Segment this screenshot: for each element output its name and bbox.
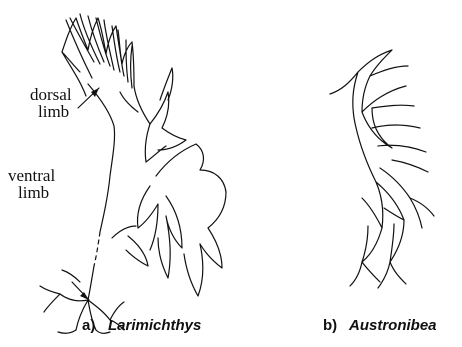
caption-b-letter: b) [323, 317, 337, 334]
austronibea-drawing [330, 50, 434, 288]
ventral-limb-label-line2: limb [18, 183, 49, 202]
caption-a-genus: Larimichthys [108, 317, 201, 334]
dorsal-limb-label-line2: limb [38, 102, 69, 121]
larimichthys-drawing [40, 14, 226, 333]
caption-a-letter: a) [82, 317, 95, 334]
caption-b-genus: Austronibea [348, 317, 437, 334]
